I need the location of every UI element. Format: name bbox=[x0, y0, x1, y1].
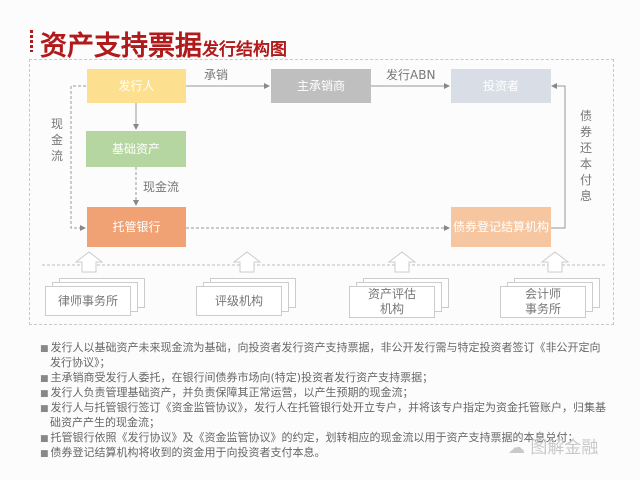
label-issue-abn: 发行ABN bbox=[386, 68, 436, 82]
watermark-text: 图解金融 bbox=[530, 438, 599, 458]
list-item: 发行人与托管银行签订《资金监管协议》，发行人在托管银行处开立专户，并将该专户指定… bbox=[40, 401, 610, 431]
label-repayment: 债券还本付息 bbox=[579, 109, 592, 203]
agency-asset-appraisal: 资产评估 机构 bbox=[349, 278, 449, 318]
list-item: 债券登记结算机构将收到的资金用于向投资者支付本息。 bbox=[40, 446, 610, 461]
diagram-frame bbox=[29, 59, 614, 325]
list-item: 主承销商受发行人委托，在银行间债券市场向(特定)投资者发行资产支持票据； bbox=[40, 371, 610, 386]
up-arrow-icon bbox=[540, 251, 570, 273]
up-arrows bbox=[74, 251, 570, 273]
edge-clearing-investor bbox=[551, 83, 566, 229]
node-issuer: 发行人 bbox=[87, 69, 186, 103]
description-list: 发行人以基础资产未来现金流为基础，向投资者发行资产支持票据，非公开发行需与特定投… bbox=[40, 341, 610, 461]
page-title: 资产支持票据发行结构图 bbox=[40, 24, 287, 63]
label-cash-flow-left: 现金流 bbox=[50, 117, 63, 163]
up-arrow-icon bbox=[232, 251, 262, 273]
node-custodian-bank: 托管银行 bbox=[87, 207, 186, 247]
list-item: 托管银行依照《发行协议》及《资金监管协议》的约定，划转相应的现金流以用于资产支持… bbox=[40, 431, 610, 446]
node-clearing-house: 债券登记结算机构 bbox=[451, 207, 551, 247]
up-arrow-icon bbox=[387, 251, 417, 273]
agency-label-line1: 资产评估 bbox=[367, 287, 416, 301]
agency-label: 律师事务所 bbox=[45, 286, 131, 316]
agency-label-line2: 机构 bbox=[379, 302, 404, 316]
agency-label-line1: 会计师 bbox=[524, 287, 561, 301]
label-underwrite: 承销 bbox=[204, 68, 229, 82]
agency-law-firm: 律师事务所 bbox=[45, 278, 145, 318]
title-sub: 发行结构图 bbox=[202, 40, 287, 60]
label-cash-flow-mid: 现金流 bbox=[143, 180, 180, 194]
node-investor: 投资者 bbox=[451, 69, 551, 103]
list-item: 发行人以基础资产未来现金流为基础，向投资者发行资产支持票据，非公开发行需与特定投… bbox=[40, 341, 610, 371]
list-item: 发行人负责管理基础资产，并负责保障其正常运营，以产生预期的现金流； bbox=[40, 386, 610, 401]
up-arrow-icon bbox=[74, 251, 104, 273]
node-lead-underwriter: 主承销商 bbox=[271, 69, 371, 103]
node-underlying-assets: 基础资产 bbox=[86, 131, 186, 167]
edge-issuer-bank-loop bbox=[70, 85, 86, 231]
title-accent-bar bbox=[30, 30, 33, 52]
agency-label: 评级机构 bbox=[196, 286, 282, 316]
agency-accounting-firm: 会计师 事务所 bbox=[500, 278, 600, 318]
agency-label-line2: 事务所 bbox=[524, 302, 561, 316]
agency-rating: 评级机构 bbox=[196, 278, 296, 318]
wechat-icon: ☁ bbox=[508, 438, 525, 458]
watermark: ☁ 图解金融 bbox=[508, 433, 598, 458]
title-main: 资产支持票据 bbox=[40, 31, 202, 62]
